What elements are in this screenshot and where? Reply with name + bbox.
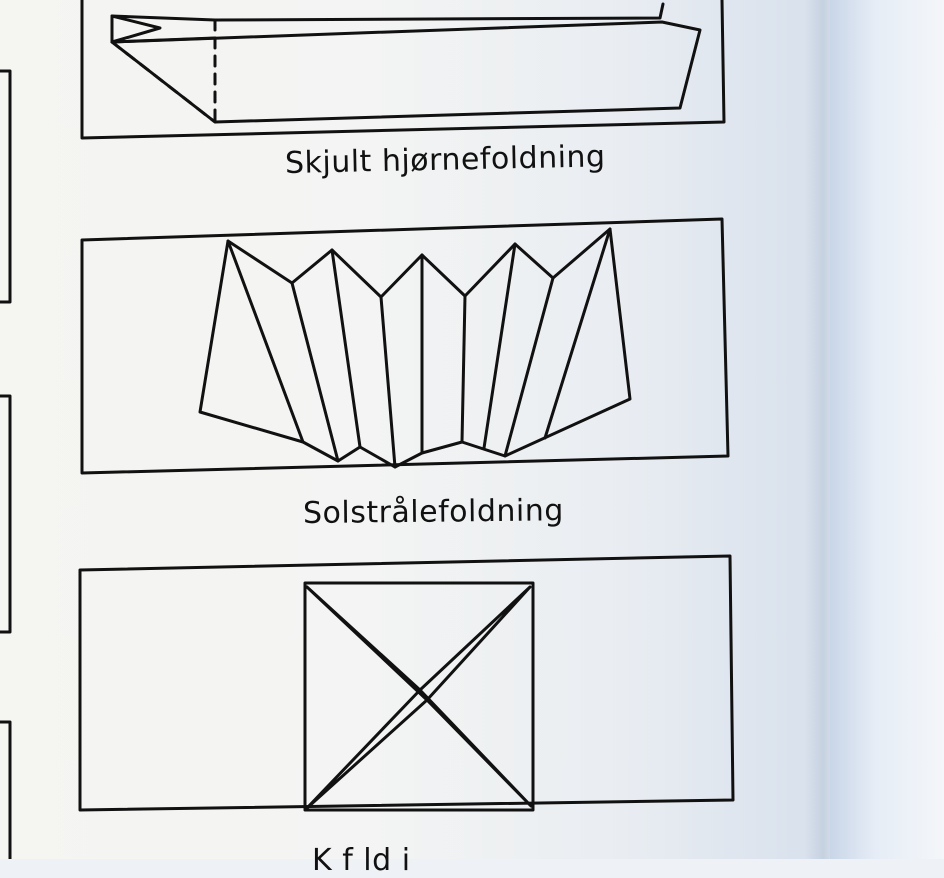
caption-sunburst-fold: Solstrålefoldning [302, 493, 565, 531]
napkin-mid-line [110, 36, 217, 44]
book-page [0, 0, 830, 859]
caption-partial-bottom: K f ld i [312, 843, 411, 878]
cross-diagonal-b [305, 585, 532, 810]
hidden-fold-dashed-diag [110, 40, 217, 124]
frame-1 [80, 0, 726, 140]
frame-2 [80, 217, 730, 475]
fan-pleats [226, 227, 612, 469]
background-surface [830, 0, 944, 859]
sunburst-fold-diagram [80, 217, 730, 475]
folding-illustrations [0, 0, 735, 859]
frame-3 [78, 554, 735, 812]
napkin-fold-top [110, 14, 162, 44]
napkin-body [110, 20, 702, 124]
cross-diagonal-a [305, 585, 533, 808]
left-column-frames [0, 69, 12, 859]
hidden-corner-fold-diagram [80, 0, 726, 140]
fan-outline [198, 227, 632, 469]
napkin-top-edge [110, 2, 665, 22]
caption-hidden-corner-fold: Skjult hjørnefoldning [284, 139, 606, 181]
cross-fold-diagram [78, 554, 735, 812]
square-napkin [303, 581, 535, 812]
